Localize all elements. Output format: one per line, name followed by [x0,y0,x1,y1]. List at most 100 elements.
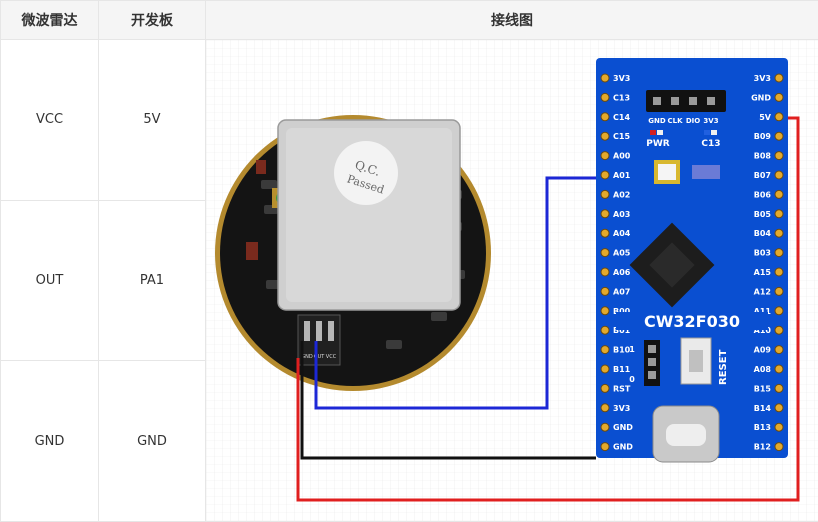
board-pin [774,170,784,180]
board-pin [774,267,784,277]
board-pin-label: B13 [754,423,771,432]
board-pin-label: A02 [613,190,630,199]
radar-pin-label: VCC [326,354,337,360]
board-pin-label: A12 [754,287,771,296]
board-pin-label: A04 [613,229,631,238]
board-pin [774,383,784,393]
vcc-wire [296,116,800,502]
board-pin [774,345,784,355]
board-pin-label: GND [751,93,771,102]
usb-c-opening [666,424,706,446]
radar-module: Q.C. Passed GND OUT VCC [215,115,491,391]
board-pin [600,345,610,355]
board-pin-label: GND [613,443,633,452]
radar-pin-vcc [328,321,334,341]
regulator [692,165,720,179]
board-pin-label: A03 [613,210,630,219]
board-pin-label: B03 [754,249,771,258]
board-pin [600,131,610,141]
header-radar: 微波雷达 [0,0,99,40]
board-pin [600,209,610,219]
radar-pin-cell: VCC [0,39,99,201]
radar-pin-out [316,321,322,341]
header-label: 3V3 [703,117,718,125]
board-pin-label: A01 [613,171,631,180]
header-row: 微波雷达 开发板 接线图 [0,0,818,40]
reset-label: RESET [718,349,729,385]
right-pin-column: 3V3GND5VB09B08B07B06B05B04B03A15A12A11A1… [751,73,784,452]
board-pin [774,189,784,199]
board-pin [600,403,610,413]
wiring-diagram: Q.C. Passed GND OUT VCC 3V3C13C14C15A00A… [206,40,818,522]
board-pin [774,325,784,335]
board-pin-label: A08 [754,365,772,374]
board-pin-label: B15 [754,384,772,393]
board-pin [774,364,784,374]
table-row: VCC 5V [0,39,818,522]
board-pin [774,403,784,413]
board-pin-label: 5V [759,113,772,122]
crystal-top [658,164,676,180]
board-name: CW32F030 [644,312,740,331]
board-pin [774,228,784,238]
board-pin [774,92,784,102]
board-pin [600,248,610,258]
board-pin-label: B10 [613,346,631,355]
board-pin-label: A00 [613,152,631,161]
board-pin-label: A07 [613,287,630,296]
board-pin [774,422,784,432]
boot-jumper-pins [648,345,656,379]
board-pin [600,325,610,335]
board-pin-label: A09 [754,346,772,355]
board-pin [774,286,784,296]
table-row: OUT PA1 [0,199,818,362]
jumper-label: 1 [629,345,635,354]
board-pin-cell: PA1 [98,199,206,362]
header-diagram: 接线图 [205,0,818,40]
dev-board: 3V3C13C14C15A00A01A02A03A04A05A06A07B00B… [596,58,788,463]
board-pin-label: C13 [613,93,630,102]
header-label: GND [648,117,666,125]
board-pin [600,422,610,432]
board-pin-label: RST [613,384,631,393]
board-pin-cell: 5V [98,39,206,201]
board-pin [600,364,610,374]
debug-header [646,90,726,112]
left-pin-column: 3V3C13C14C15A00A01A02A03A04A05A06A07B00B… [600,73,633,452]
board-pin-label: 3V3 [613,74,630,83]
board-pin-label: 3V3 [613,404,630,413]
board-pin [600,112,610,122]
board-pin-label: B01 [613,326,631,335]
board-pin-label: B11 [613,365,631,374]
radar-pin-cell: GND [0,360,99,522]
qc-sticker [334,141,398,205]
radar-pin-cell: OUT [0,199,99,362]
board-pin [774,151,784,161]
board-pin [600,189,610,199]
c13-led [704,130,710,135]
pwr-led-lens [657,130,663,135]
reset-button-cap [689,350,703,372]
board-pin-label: B14 [754,404,772,413]
board-pin-label: B07 [754,171,771,180]
board-pin [774,112,784,122]
radar-pin-label: GND [301,354,313,360]
radar-capacitor-small [256,160,266,174]
radar-pin-label: OUT [314,354,326,360]
pwr-led [650,130,656,135]
debug-header-pins [653,97,715,105]
board-pin [774,73,784,83]
board-pin [600,170,610,180]
board-pin [774,306,784,316]
board-pin [600,442,610,452]
board-pin [774,131,784,141]
board-pin-label: B05 [754,210,772,219]
board-pin-label: C15 [613,132,630,141]
board-pin [600,383,610,393]
board-pin-label: A06 [613,268,631,277]
gnd-wire [300,341,596,460]
board-pin-label: B12 [754,443,771,452]
board-pin-label: B04 [754,229,772,238]
header-label: DIO [686,117,700,125]
